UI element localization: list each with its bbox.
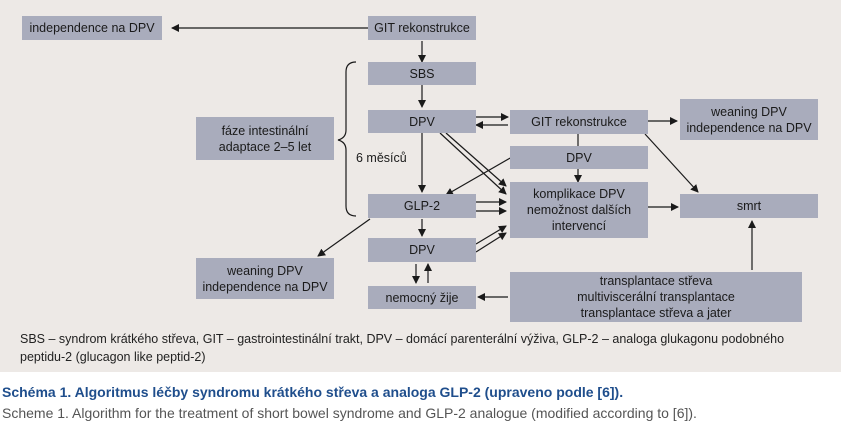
brace — [337, 61, 357, 217]
box-nemocny: nemocný žije — [368, 286, 476, 309]
arrow-dpv-to-komplikace-2 — [439, 132, 507, 195]
arrow-glp2-to-weaning — [317, 218, 371, 257]
arrow-git-to-smrt — [644, 133, 699, 193]
box-dpv-mid: DPV — [510, 146, 648, 169]
box-komplikace: komplikace DPV nemožnost dalších interve… — [510, 182, 648, 238]
box-git-top: GIT rekonstrukce — [368, 16, 476, 40]
box-faze: fáze intestinální adaptace 2–5 let — [196, 117, 334, 160]
box-dpv-2: DPV — [368, 238, 476, 262]
box-sbs: SBS — [368, 62, 476, 85]
arrow-dpv2-to-komplikace-2 — [475, 232, 507, 253]
diagram-panel: independence na DPV GIT rekonstrukce SBS… — [0, 0, 841, 372]
arrow-dpv-to-komplikace-1 — [445, 132, 507, 187]
legend-text: SBS – syndrom krátkého střeva, GIT – gas… — [20, 332, 785, 364]
box-independence-top: independence na DPV — [22, 16, 162, 40]
caption-title-cz: Schéma 1. Algoritmus léčby syndromu krát… — [2, 384, 624, 400]
box-weaning-right: weaning DPV independence na DPV — [680, 99, 818, 140]
box-smrt: smrt — [680, 194, 818, 218]
caption-title-en: Scheme 1. Algorithm for the treatment of… — [2, 405, 697, 421]
arrow-dpv2-to-komplikace-1 — [475, 225, 507, 245]
arrows-layer — [171, 24, 756, 301]
arrow-dpvmid-to-glp2 — [445, 156, 513, 196]
box-transplantace: transplantace střeva multiviscerální tra… — [510, 272, 802, 322]
box-dpv-1: DPV — [368, 110, 476, 133]
label-6-mesicu: 6 měsíců — [356, 151, 407, 165]
box-weaning-left: weaning DPV independence na DPV — [196, 258, 334, 299]
box-git-mid: GIT rekonstrukce — [510, 110, 648, 134]
box-glp2: GLP-2 — [368, 194, 476, 218]
